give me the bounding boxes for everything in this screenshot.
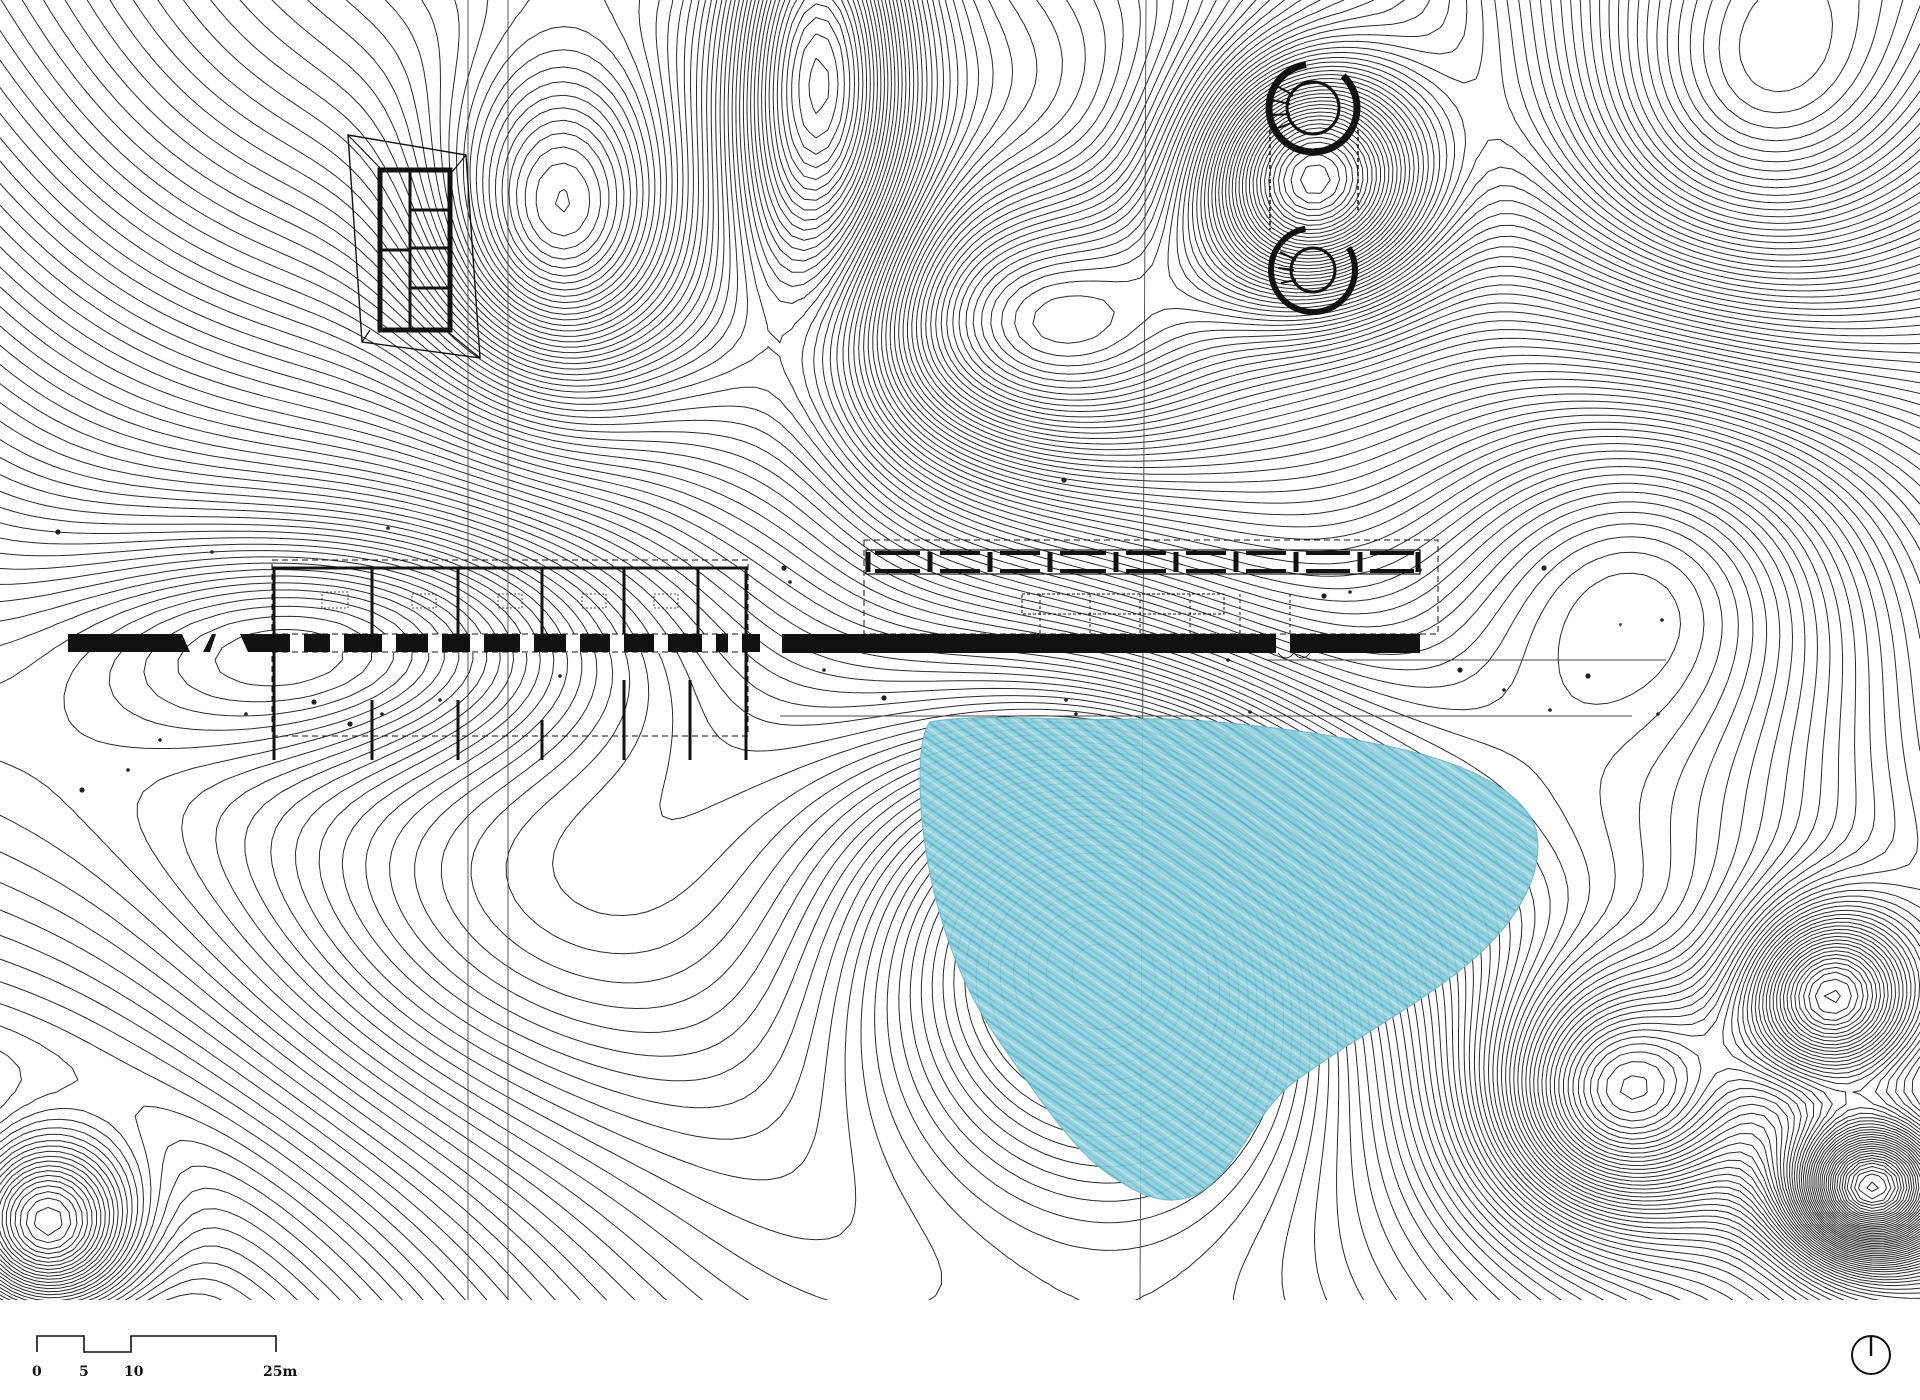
wall-openings bbox=[290, 634, 742, 653]
tree-marker bbox=[158, 738, 162, 742]
spiral-tower-south bbox=[1268, 225, 1358, 315]
tree-marker bbox=[1064, 698, 1068, 702]
spiral-tower-north bbox=[1265, 60, 1361, 230]
contour-lines bbox=[0, 0, 1920, 1300]
boundary-wall bbox=[68, 634, 1420, 653]
tree-marker bbox=[347, 721, 353, 727]
tree-marker bbox=[1348, 590, 1352, 594]
tree-marker bbox=[1502, 688, 1506, 692]
west-building-rooms bbox=[271, 559, 749, 760]
tree-marker bbox=[881, 695, 887, 701]
tree-marker bbox=[1656, 712, 1660, 716]
tree-marker bbox=[438, 698, 442, 702]
tree-marker bbox=[311, 699, 317, 705]
scale-label-10: 10 bbox=[124, 1364, 144, 1380]
topographic-contours bbox=[0, 0, 1920, 1300]
tree-marker bbox=[55, 529, 61, 535]
tree-marker bbox=[1074, 712, 1078, 716]
tree-marker bbox=[1548, 708, 1552, 712]
tree-marker bbox=[781, 565, 787, 571]
tree-marker bbox=[126, 768, 130, 772]
pond bbox=[919, 716, 1539, 1201]
tree-marker bbox=[1660, 618, 1664, 622]
tree-marker bbox=[1585, 673, 1591, 679]
tree-marker bbox=[788, 580, 792, 584]
tree-marker bbox=[1457, 667, 1463, 673]
tree-marker bbox=[380, 712, 384, 716]
tree-marker bbox=[1248, 710, 1252, 714]
tree-marker bbox=[1226, 658, 1230, 662]
tree-marker bbox=[1061, 477, 1067, 483]
scale-bar: 0 5 10 25m bbox=[32, 1335, 297, 1380]
tree-marker bbox=[1321, 593, 1327, 599]
tree-marker bbox=[244, 712, 248, 716]
buildings bbox=[68, 60, 1439, 760]
east-linear-building bbox=[863, 539, 1439, 659]
tree-marker bbox=[558, 674, 562, 678]
tree-marker bbox=[822, 668, 826, 672]
tree-marker bbox=[386, 526, 390, 530]
tree-marker bbox=[1418, 568, 1422, 572]
scale-label-5: 5 bbox=[79, 1364, 89, 1380]
tree-markers bbox=[55, 477, 1664, 793]
tree-marker bbox=[1541, 565, 1547, 571]
scale-label-25m: 25m bbox=[263, 1364, 297, 1380]
northwest-pavilion bbox=[347, 134, 481, 359]
tree-marker bbox=[210, 550, 214, 554]
scale-label-0: 0 bbox=[32, 1364, 42, 1380]
tree-marker bbox=[79, 787, 85, 793]
north-arrow-icon bbox=[1851, 1335, 1891, 1375]
